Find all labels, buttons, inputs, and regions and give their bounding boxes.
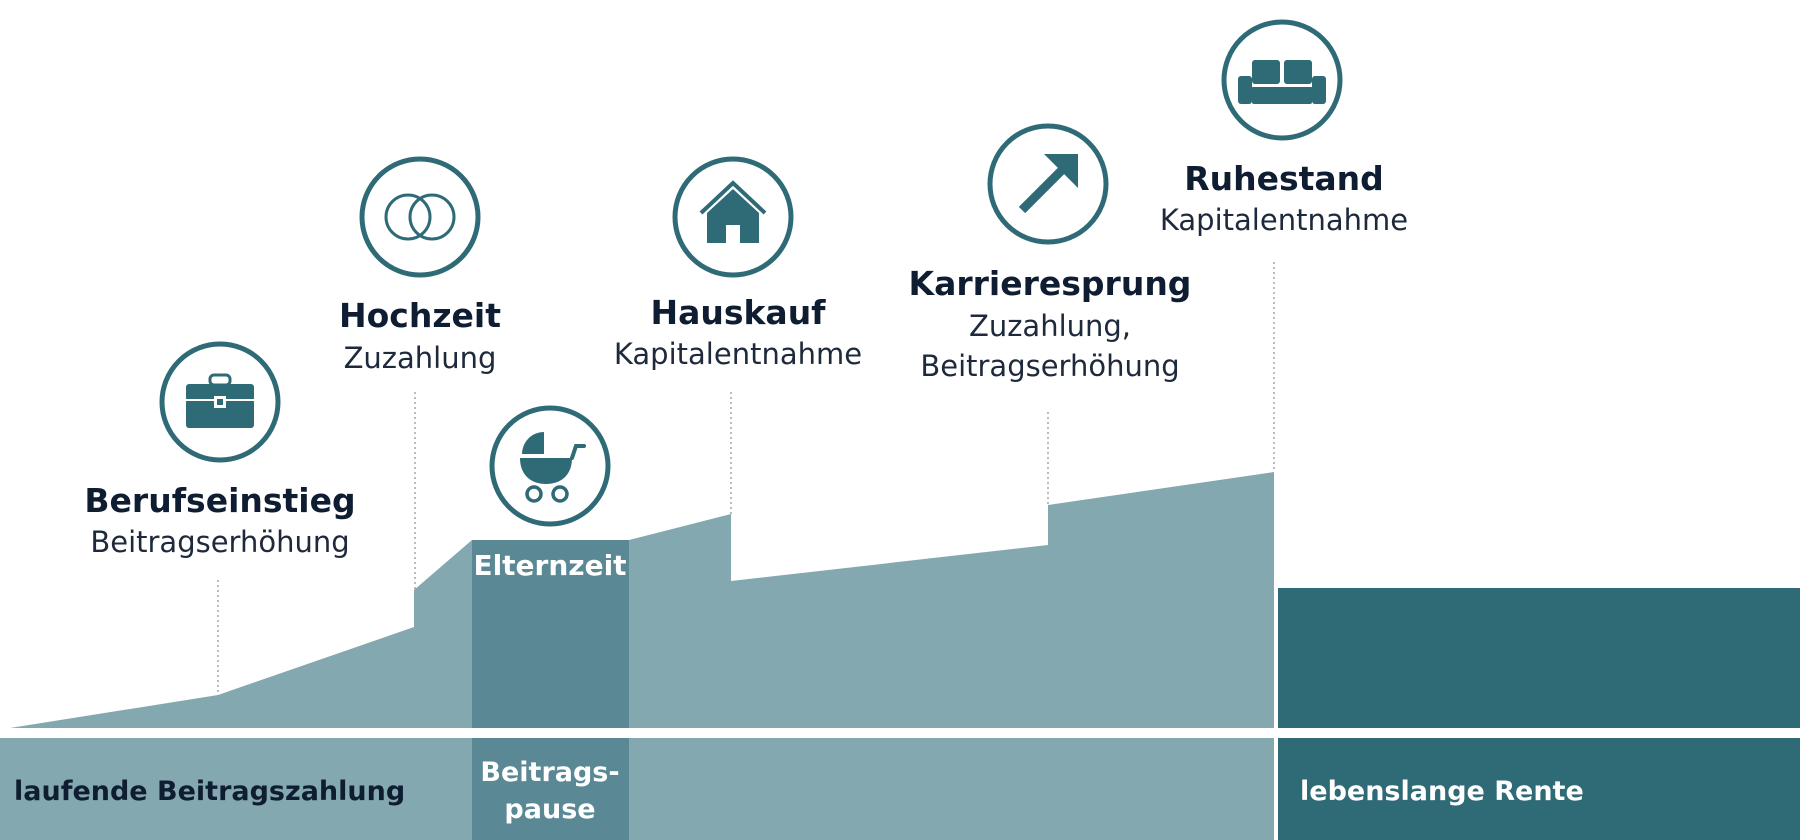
elternzeit-block — [472, 540, 629, 728]
savings-area — [10, 540, 472, 728]
band-label-pension: lebenslange Rente — [1300, 776, 1584, 807]
event-title-berufseinstieg: Berufseinstieg — [84, 481, 355, 520]
savings-area-continued — [629, 472, 1274, 728]
event-title-karrieresprung: Karrieresprung — [909, 264, 1192, 303]
band-label-pause-1: Beitrags- — [480, 757, 619, 788]
event-title-ruhestand: Ruhestand — [1184, 159, 1384, 198]
event-title-hauskauf: Hauskauf — [650, 293, 826, 332]
retirement-block — [1278, 588, 1800, 728]
event-detail-ruhestand: Kapitalentnahme — [1160, 203, 1408, 237]
event-title-elternzeit: Elternzeit — [473, 549, 626, 582]
event-detail-karrieresprung-2: Beitragserhöhung — [920, 349, 1179, 383]
arrow-up-right-icon — [987, 123, 1109, 245]
event-detail-karrieresprung-1: Zuzahlung, — [969, 309, 1131, 343]
band-pension — [1278, 738, 1800, 840]
event-detail-hochzeit: Zuzahlung — [344, 341, 497, 375]
house-icon — [672, 156, 794, 278]
briefcase-icon — [159, 341, 281, 463]
sofa-icon — [1221, 19, 1343, 141]
band-label-pause-2: pause — [504, 794, 595, 825]
stroller-icon — [489, 405, 611, 527]
event-detail-berufseinstieg: Beitragserhöhung — [90, 525, 349, 559]
band-contributions — [0, 738, 472, 840]
event-detail-hauskauf: Kapitalentnahme — [614, 337, 862, 371]
event-title-hochzeit: Hochzeit — [339, 296, 501, 335]
rings-icon — [359, 156, 481, 278]
band-label-contributions: laufende Beitragszahlung — [14, 776, 405, 807]
band-contributions-2 — [629, 738, 1274, 840]
connector-lines — [217, 262, 1275, 695]
band-pause — [472, 738, 629, 840]
